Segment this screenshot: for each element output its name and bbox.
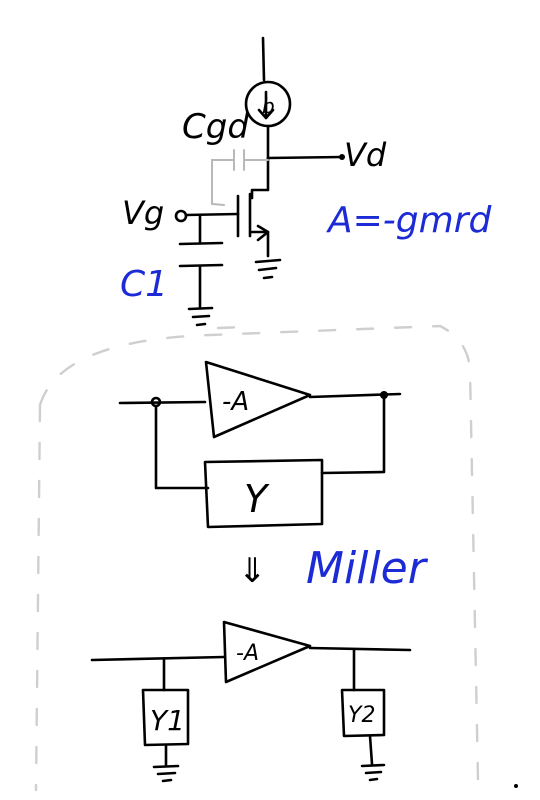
source-leg [250, 230, 270, 258]
feedback-left-wire [154, 404, 210, 490]
vd-label: Vd [344, 136, 387, 174]
y1-label: Y1 [150, 704, 185, 737]
drain-leg [250, 156, 270, 200]
y-box [203, 458, 324, 529]
amp-top-label: -A [222, 387, 249, 417]
gate-wire [184, 212, 240, 217]
y2-ground-icon [360, 763, 386, 782]
eq-input-line [90, 655, 226, 662]
y2-box [340, 688, 386, 738]
feedback-right-wire [320, 396, 386, 475]
cgd-faint-plates [233, 149, 245, 171]
miller-equivalent: -A Y1 Y2 [90, 620, 412, 783]
miller-label: Miller [306, 543, 429, 594]
miller-transform: ⇓ Miller [238, 543, 429, 594]
y1-ground-icon [152, 764, 180, 783]
vd-wire [266, 155, 344, 160]
y-label: Y [244, 477, 270, 521]
vg-label: Vg [122, 194, 164, 232]
input-line [118, 400, 207, 405]
amplifier-top [204, 360, 312, 439]
amp-bottom-label: -A [236, 641, 259, 666]
y2-wire-bottom [368, 734, 374, 766]
down-arrow-icon: ⇓ [238, 551, 267, 591]
eq-output-line [308, 646, 412, 652]
dashed-enclosure [34, 324, 480, 792]
cgd-faint-wire-left [211, 159, 235, 206]
output-node [380, 391, 388, 399]
feedback-amplifier: -A Y [118, 360, 402, 529]
gain-equation: A=-gmrd [326, 200, 493, 241]
c1-label: C1 [120, 264, 168, 305]
source-ground-icon [254, 258, 282, 280]
transistor-circuit: Cgd b Vd Vg C1 A=-gmrd [120, 36, 493, 327]
c1-plate-top [178, 241, 224, 246]
current-source-arrow-icon [257, 90, 275, 120]
c1-ground-icon [187, 306, 214, 327]
cgd-label: Cgd [182, 107, 249, 147]
supply-wire [261, 36, 266, 82]
current-source-symbol: b [262, 94, 275, 118]
y1-box [141, 688, 190, 747]
stray-dot [514, 784, 518, 788]
vg-terminal-node [174, 209, 188, 223]
source-arrow-icon [256, 224, 270, 242]
amplifier-bottom [222, 620, 312, 684]
y2-label: Y2 [348, 703, 375, 728]
vd-node [339, 154, 345, 160]
